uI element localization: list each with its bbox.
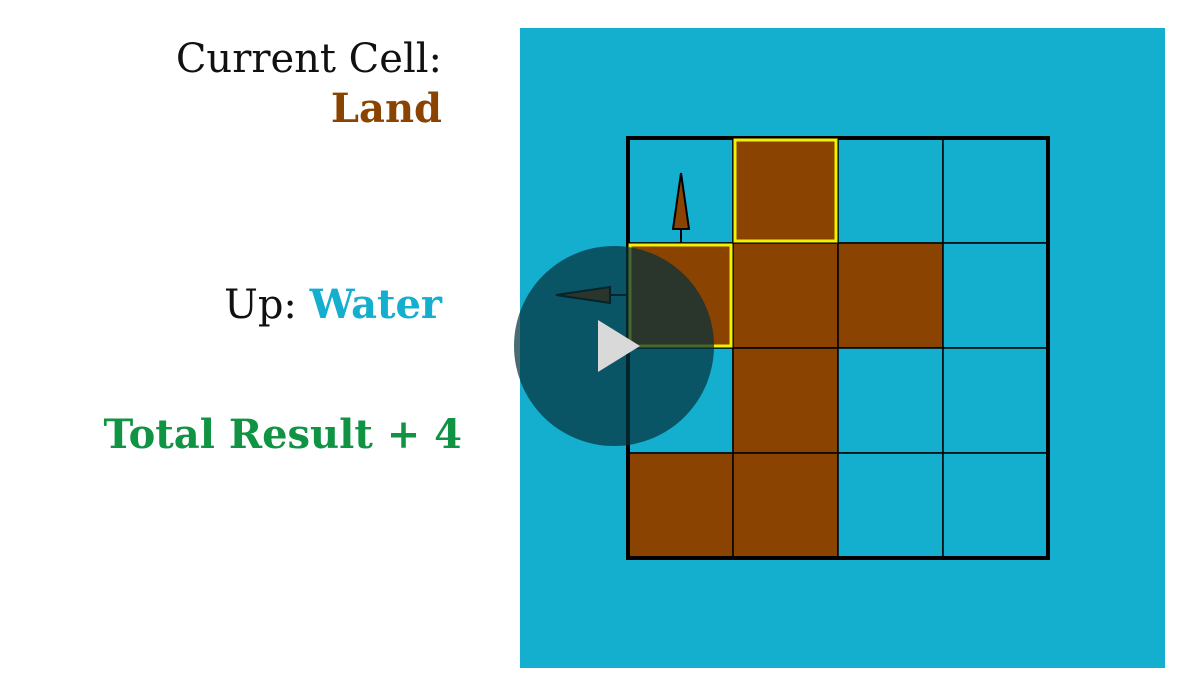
grid-cell-water: [837, 452, 944, 559]
play-button[interactable]: [514, 246, 714, 446]
grid-cell-land: [837, 242, 944, 349]
total-result: Total Result + 4: [103, 411, 462, 458]
grid-cell-water: [942, 242, 1049, 349]
grid-cell-water: [942, 137, 1049, 244]
grid-cell-water: [837, 347, 944, 454]
grid-cell-land: [732, 347, 839, 454]
direction-value: Water: [309, 281, 442, 328]
arrow-up-icon: [671, 172, 691, 230]
current-cell-label: Current Cell:: [175, 36, 442, 82]
grid-cell-water: [942, 347, 1049, 454]
direction-check: Up: Water: [224, 280, 442, 330]
current-cell-value: Land: [330, 85, 442, 132]
grid-cell-water: [942, 452, 1049, 559]
grid-cell-land: [732, 137, 839, 244]
grid-cell-land: [732, 452, 839, 559]
grid-cell-land: [627, 452, 734, 559]
grid-cell-water: [837, 137, 944, 244]
play-icon: [598, 320, 640, 372]
grid-cell-land: [732, 242, 839, 349]
direction-label: Up:: [224, 282, 297, 328]
highlighted-cell: [733, 138, 838, 243]
